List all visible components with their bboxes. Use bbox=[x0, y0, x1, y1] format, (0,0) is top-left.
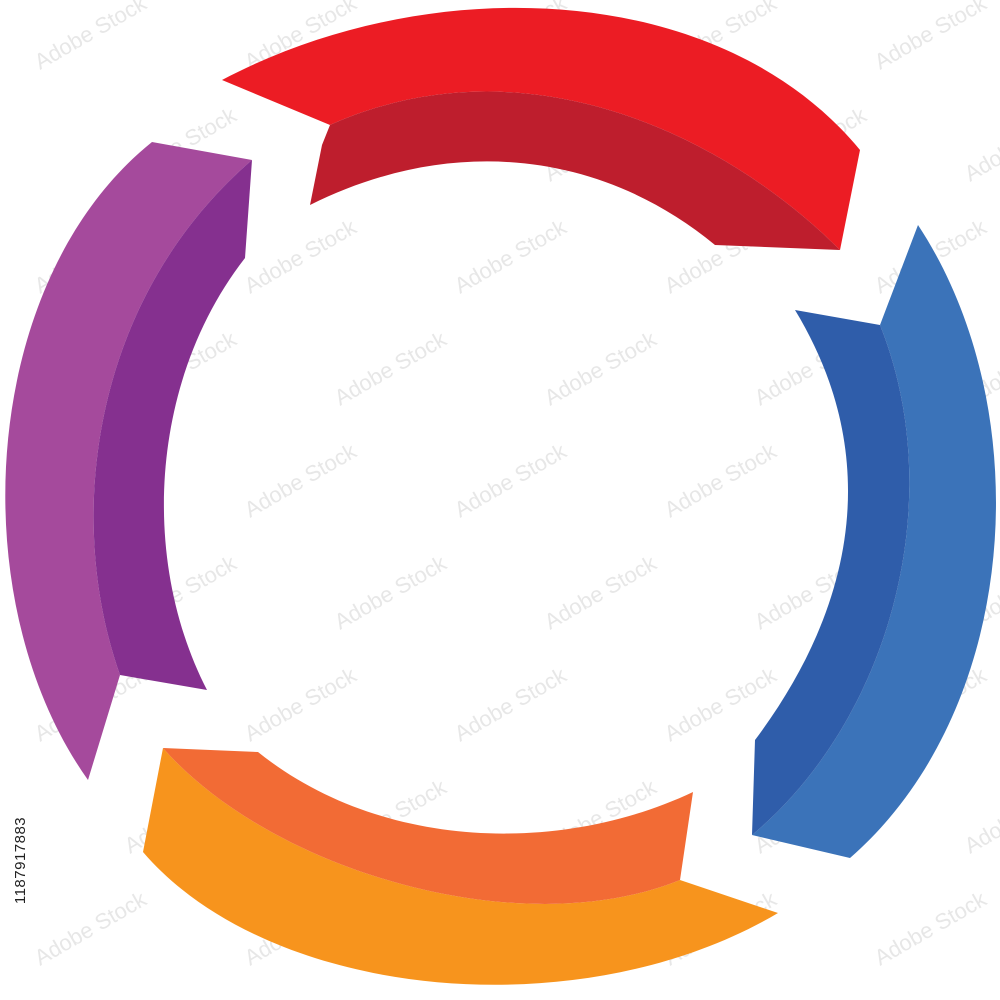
watermark-tile: Adobe Stock bbox=[450, 214, 571, 299]
segment-top bbox=[222, 7, 860, 250]
segment-left bbox=[5, 142, 252, 780]
watermark-tile: Adobe Stock bbox=[240, 214, 361, 299]
watermark-tile: Adobe Stock bbox=[450, 662, 571, 747]
stock-id-text: 1187917883 bbox=[12, 816, 30, 904]
watermark-tile: Adobe Stock bbox=[30, 0, 151, 74]
segment-right-inner-face bbox=[752, 310, 910, 835]
watermark-tile: Adobe Stock bbox=[240, 662, 361, 747]
watermark-tile: Adobe Stock bbox=[330, 326, 451, 411]
stock-id-label: 1187917883 bbox=[8, 760, 34, 960]
segment-bottom-outer-face bbox=[143, 748, 778, 985]
watermark-tile: Adobe Stock bbox=[960, 774, 1000, 859]
segment-left-inner-face bbox=[93, 160, 252, 690]
watermark-tile: Adobe Stock bbox=[660, 438, 781, 523]
watermark-tile: Adobe Stock bbox=[30, 886, 151, 971]
watermark-tile: Adobe Stock bbox=[240, 438, 361, 523]
segment-top-outer-face bbox=[222, 7, 860, 250]
watermark-tile: Adobe Stock bbox=[540, 550, 661, 635]
segment-left-outer-face bbox=[5, 142, 252, 780]
segment-right-outer-face bbox=[752, 225, 996, 858]
watermark-tile: Adobe Stock bbox=[450, 438, 571, 523]
segment-bottom-inner-face bbox=[163, 748, 693, 904]
watermark-tile: Adobe Stock bbox=[870, 886, 991, 971]
watermark-tile: Adobe Stock bbox=[540, 326, 661, 411]
segment-top-inner-face bbox=[310, 91, 840, 250]
watermark-tile: Adobe Stock bbox=[960, 102, 1000, 187]
watermark-tile: Adobe Stock bbox=[330, 550, 451, 635]
segment-bottom bbox=[143, 748, 778, 985]
watermark-tile: Adobe Stock bbox=[870, 0, 991, 74]
segment-right bbox=[752, 225, 996, 858]
